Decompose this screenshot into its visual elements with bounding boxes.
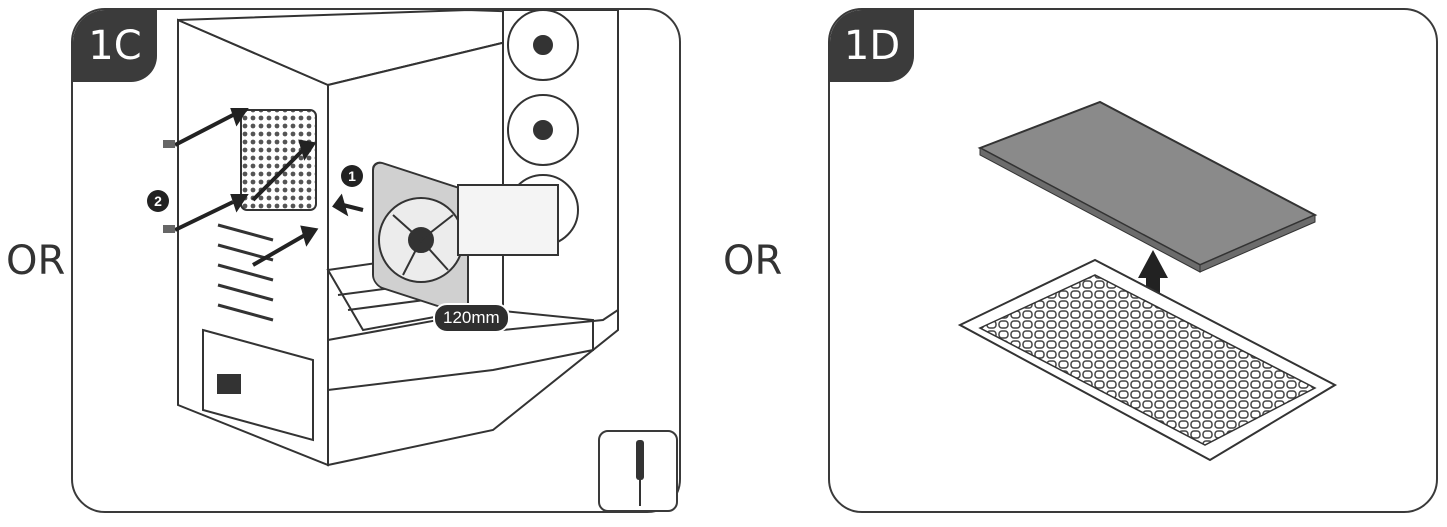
step-1c-tab: 1C	[73, 10, 157, 82]
step-2-marker: 2	[147, 190, 169, 212]
step-1d-tab: 1D	[830, 10, 914, 82]
or-label-right: OR	[723, 238, 783, 284]
or-label-left: OR	[6, 238, 66, 284]
fan-size-label: 120mm	[433, 303, 510, 333]
tool-box	[598, 430, 678, 512]
step-1-marker: 1	[341, 165, 363, 187]
panel-1d: 1D	[828, 8, 1438, 513]
dust-filter-illustration	[957, 100, 1338, 462]
case-illustration	[163, 10, 619, 467]
screwdriver-icon	[636, 440, 644, 506]
panel-1c: 1C	[71, 8, 681, 513]
